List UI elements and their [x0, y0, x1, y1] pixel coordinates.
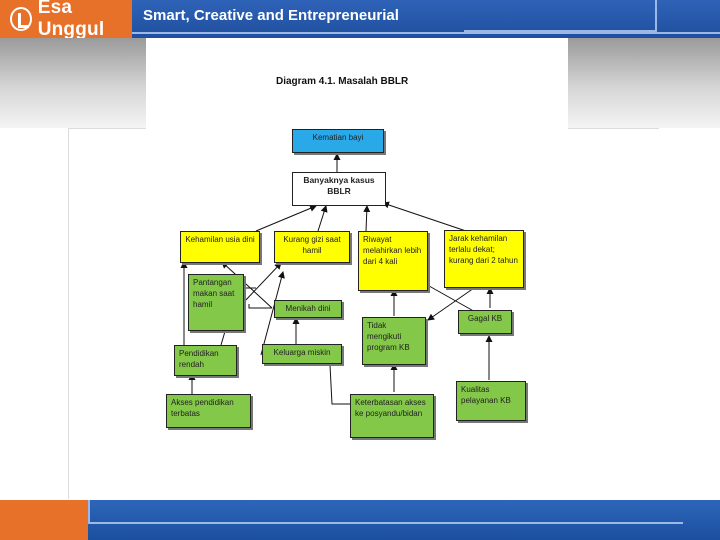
footer-accent	[0, 500, 88, 540]
node-banyaknya-kasus-bblr: Banyaknya kasus BBLR	[292, 172, 386, 206]
node-keterbatasan-akses: Keterbatasan akses ke posyandu/bidan	[350, 394, 434, 438]
brand-name: Esa Unggul	[37, 0, 105, 40]
arrow-keluarga-to-gizi	[260, 271, 285, 356]
diagram-connectors	[180, 153, 494, 405]
footer-bar	[0, 500, 720, 540]
arrow-pantangan-to-gizi	[243, 262, 282, 303]
esa-unggul-logo-icon	[10, 7, 32, 31]
arrow-riwayat-to-bblr	[363, 205, 371, 232]
node-keluarga-miskin: Keluarga miskin	[262, 344, 342, 364]
node-jarak-kehamilan: Jarak kehamilan terlalu dekat; kurang da…	[444, 230, 524, 288]
line-pantangan-menikah	[248, 304, 272, 309]
node-pendidikan-rendah: Pendidikan rendah	[174, 345, 237, 376]
node-kehamilan-usia-dini: Kehamilan usia dini	[180, 231, 260, 263]
node-pantangan-makan: Pantangan makan saat hamil	[188, 274, 244, 331]
arrow-jarak-to-bblr	[382, 201, 467, 232]
node-kurang-gizi: Kurang gizi saat hamil	[274, 231, 350, 263]
arrow-kehamilan-to-bblr	[255, 205, 317, 232]
footer-decoration	[88, 500, 683, 524]
line-menikah-bblr-path	[241, 287, 256, 301]
diagram-title: Diagram 4.1. Masalah BBLR	[276, 76, 409, 87]
node-kematian-bayi: Kematian bayi	[292, 129, 384, 153]
header-decoration	[464, 0, 657, 32]
header-divider	[132, 32, 720, 34]
node-menikah-dini: Menikah dini	[274, 300, 342, 318]
diagram-panel: Diagram 4.1. Masalah BBLR	[146, 38, 568, 464]
node-riwayat-melahirkan: Riwayat melahirkan lebih dari 4 kali	[358, 231, 428, 291]
header-bar: Esa Unggul Smart, Creative and Entrepren…	[0, 0, 720, 40]
node-kualitas-pelayanan: Kualitas pelayanan KB	[456, 381, 526, 421]
node-akses-pendidikan: Akses pendidikan terbatas	[166, 394, 251, 428]
brand-logo[interactable]: Esa Unggul	[0, 0, 132, 40]
arrow-menikah-to-kehamilan	[221, 261, 273, 309]
arrow-gizi-to-bblr	[317, 205, 328, 232]
arrow-jarak-to-kb	[427, 287, 475, 321]
line-keluarga-keterbatasan	[329, 364, 350, 405]
header-tagline: Smart, Creative and Entrepreneurial	[143, 7, 399, 24]
node-gagal-kb: Gagal KB	[458, 310, 512, 334]
node-tidak-mengikuti-kb: Tidak mengikuti program KB	[362, 317, 426, 365]
